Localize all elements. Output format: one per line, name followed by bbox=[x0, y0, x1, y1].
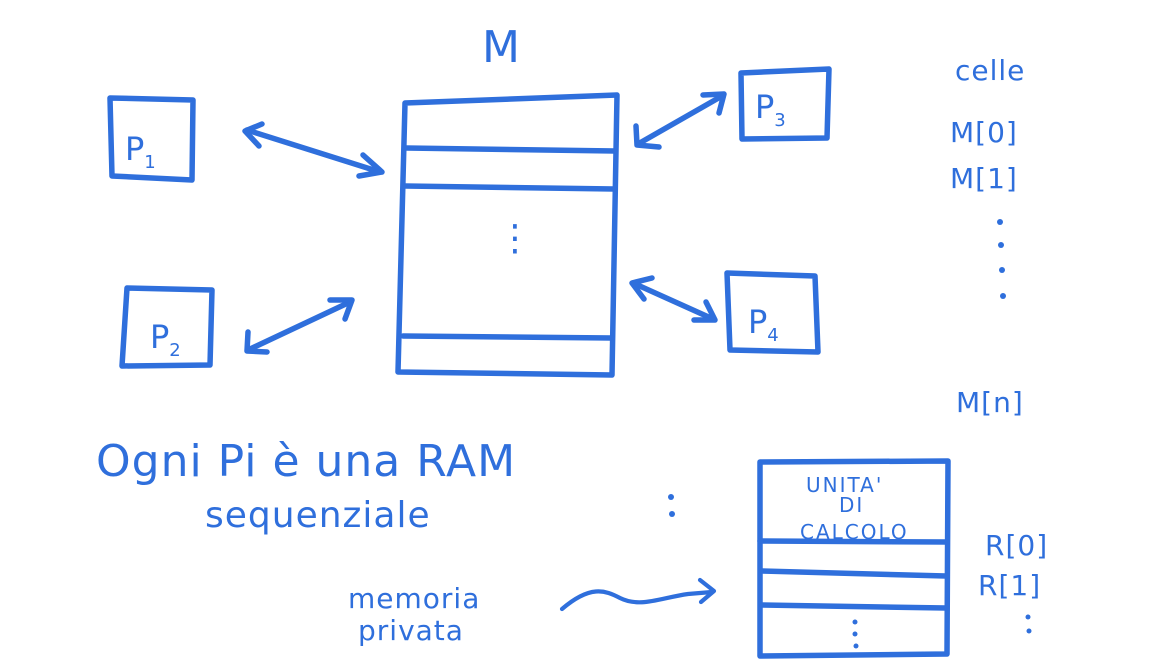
unit-divider-0 bbox=[757, 538, 950, 545]
p1-label: P1 bbox=[125, 130, 156, 173]
register-dot-1 bbox=[1025, 614, 1031, 620]
unit-line-2: DI bbox=[839, 493, 864, 517]
unit-dot-3 bbox=[853, 643, 859, 649]
unit-divider-2 bbox=[759, 602, 949, 611]
unit-dot-2 bbox=[852, 631, 858, 637]
p1-box bbox=[107, 95, 196, 183]
cells-dot-4 bbox=[1000, 293, 1006, 299]
memory-cell-divider-1 bbox=[402, 183, 617, 192]
cells-dot-2 bbox=[998, 242, 1004, 248]
processor-p2: P2 bbox=[119, 285, 215, 369]
cell-item-0: M[0] bbox=[950, 116, 1018, 149]
cells-title: celle bbox=[955, 54, 1025, 87]
private-memory-line-1: memoria bbox=[348, 582, 480, 615]
caption-line-2: sequenziale bbox=[205, 495, 431, 536]
cells-dot-3 bbox=[999, 267, 1005, 273]
cell-item-last: M[n] bbox=[956, 386, 1024, 419]
ram-unit: UNITA' DI CALCOLO bbox=[757, 458, 951, 659]
p2-box bbox=[119, 285, 215, 369]
wavy-arrow bbox=[559, 577, 717, 612]
register-1: R[1] bbox=[978, 569, 1041, 602]
cells-list: celle M[0] M[1] M[n] bbox=[950, 54, 1025, 419]
cell-item-1: M[1] bbox=[950, 162, 1018, 195]
caption: Ogni Pi è una RAM sequenziale bbox=[96, 436, 516, 536]
p3-box bbox=[738, 66, 832, 142]
ram-unit-outline bbox=[757, 458, 951, 659]
unit-dot-1 bbox=[852, 619, 858, 625]
p3-label: P3 bbox=[755, 88, 786, 131]
memory-outline bbox=[395, 92, 620, 378]
processor-p4: P4 bbox=[724, 270, 821, 355]
memory-dots: ⋮ bbox=[497, 218, 534, 259]
memory-label: M bbox=[482, 22, 521, 73]
register-dot-2 bbox=[1026, 628, 1032, 634]
private-memory-label: memoria privata bbox=[348, 582, 480, 647]
register-0: R[0] bbox=[985, 529, 1048, 562]
p2-label: P2 bbox=[150, 318, 181, 361]
arrow-p3-memory bbox=[633, 91, 727, 150]
processor-p1: P1 bbox=[107, 95, 196, 183]
arrow-p4-memory bbox=[629, 275, 718, 323]
cells-dot-1 bbox=[997, 219, 1003, 225]
processor-p3: P3 bbox=[738, 66, 832, 142]
caption-line-1: Ogni Pi è una RAM bbox=[96, 436, 516, 487]
ellipsis-mark bbox=[668, 494, 675, 517]
memory-cell-divider-2 bbox=[400, 333, 615, 341]
unit-divider-1 bbox=[759, 568, 949, 579]
memory-cell-divider-0 bbox=[403, 145, 618, 154]
registers-list: R[0] R[1] bbox=[978, 529, 1048, 634]
p4-box bbox=[724, 270, 821, 355]
unit-line-1: UNITA' bbox=[806, 473, 883, 497]
shared-memory: M ⋮ bbox=[395, 22, 620, 378]
arrow-p2-memory bbox=[244, 297, 355, 355]
p4-label: P4 bbox=[748, 303, 779, 346]
private-memory-line-2: privata bbox=[358, 614, 464, 647]
arrow-p1-memory bbox=[242, 121, 385, 179]
